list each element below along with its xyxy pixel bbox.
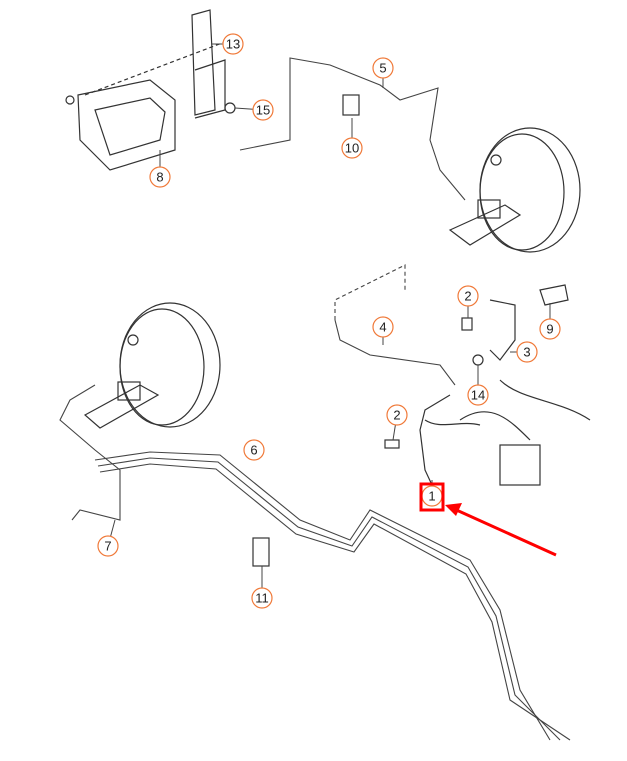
brake-booster-lower bbox=[83, 302, 221, 429]
bracket-part-3 bbox=[489, 299, 516, 361]
clip-part-10 bbox=[342, 94, 360, 116]
callout-circle bbox=[516, 341, 538, 363]
callout-circle bbox=[372, 57, 394, 79]
callout-number: 11 bbox=[255, 591, 269, 606]
callout-number: 1 bbox=[428, 489, 435, 504]
callout-10: 10 bbox=[341, 118, 363, 159]
clip-part-11 bbox=[252, 537, 270, 567]
callout-number: 3 bbox=[523, 345, 530, 360]
callout-number: 15 bbox=[256, 103, 270, 118]
callout-1: 1 bbox=[419, 480, 445, 512]
callout-number: 5 bbox=[379, 61, 386, 76]
callout-9: 9 bbox=[539, 303, 561, 340]
bracket-part-13 bbox=[191, 9, 236, 119]
bracket-part-8 bbox=[65, 79, 176, 171]
clip-part-2-upper bbox=[461, 317, 473, 331]
brake-pipes-6 bbox=[94, 451, 571, 741]
callout-number: 6 bbox=[250, 443, 257, 458]
callout-number: 8 bbox=[156, 170, 163, 185]
callout-8: 8 bbox=[149, 150, 171, 188]
callout-number: 9 bbox=[546, 322, 553, 337]
clip-part-2-lower bbox=[384, 439, 400, 449]
callout-circle bbox=[386, 404, 408, 426]
callout-2: 2 bbox=[386, 404, 408, 441]
callout-circle bbox=[539, 318, 561, 340]
callout-number: 14 bbox=[471, 388, 485, 403]
callout-15: 15 bbox=[234, 99, 274, 121]
highlight-arrow bbox=[451, 506, 557, 557]
callout-6: 6 bbox=[243, 439, 265, 461]
nut-part-15 bbox=[224, 102, 236, 114]
brake-hose-1 bbox=[419, 379, 591, 486]
brake-pipe-5 bbox=[239, 57, 466, 201]
callout-13: 13 bbox=[212, 33, 244, 55]
callout-circle bbox=[243, 439, 265, 461]
callout-circle bbox=[97, 535, 119, 557]
callout-number: 10 bbox=[345, 141, 359, 156]
callout-circle bbox=[251, 587, 273, 609]
bracket-part-9 bbox=[539, 284, 569, 306]
callout-7: 7 bbox=[97, 519, 119, 557]
callout-number: 4 bbox=[379, 320, 386, 335]
highlight-box bbox=[419, 482, 445, 512]
callout-number: 2 bbox=[464, 289, 471, 304]
callout-circle bbox=[149, 166, 171, 188]
callout-14: 14 bbox=[467, 365, 489, 406]
callout-5: 5 bbox=[372, 57, 394, 88]
callout-4: 4 bbox=[372, 316, 394, 345]
highlight-arrow-head bbox=[445, 503, 462, 516]
callout-circle bbox=[372, 316, 394, 338]
callout-circle bbox=[222, 33, 244, 55]
callout-circle bbox=[457, 285, 479, 307]
callout-circle bbox=[341, 137, 363, 159]
brake-pipe-7 bbox=[59, 384, 121, 521]
callout-number: 2 bbox=[393, 408, 400, 423]
bolt-part-14 bbox=[472, 354, 484, 366]
callout-number: 7 bbox=[104, 539, 111, 554]
brake-pipe-4 bbox=[334, 319, 456, 386]
callout-number: 13 bbox=[226, 37, 240, 52]
callout-3: 3 bbox=[510, 341, 538, 363]
callout-circle bbox=[467, 384, 489, 406]
callout-circle bbox=[252, 99, 274, 121]
brake-booster-upper bbox=[448, 127, 581, 253]
callout-11: 11 bbox=[251, 566, 273, 609]
callout-2: 2 bbox=[457, 285, 479, 318]
